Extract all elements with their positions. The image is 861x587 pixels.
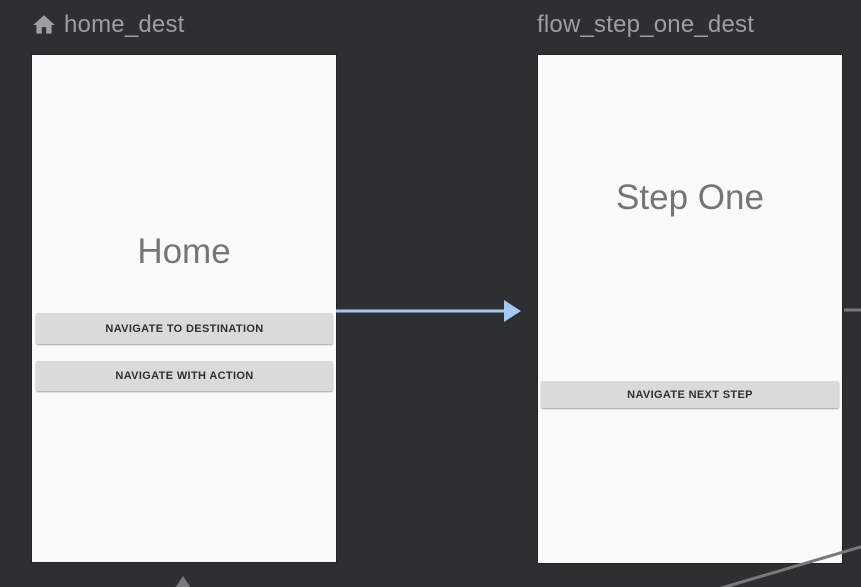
home-icon — [31, 12, 57, 38]
home-screen-title: Home — [137, 232, 231, 271]
navigate-next-step-button[interactable]: NAVIGATE NEXT STEP — [541, 381, 839, 408]
destination-preview-step-one[interactable]: Step One NAVIGATE NEXT STEP — [538, 55, 842, 563]
navigate-to-destination-button[interactable]: NAVIGATE TO DESTINATION — [36, 313, 333, 344]
incoming-edge-arrowhead[interactable] — [175, 576, 191, 587]
destination-label-step-one: flow_step_one_dest — [537, 11, 755, 38]
destination-header-home[interactable]: home_dest — [31, 10, 185, 40]
navigate-with-action-button[interactable]: NAVIGATE WITH ACTION — [36, 361, 333, 391]
destination-header-step-one[interactable]: flow_step_one_dest — [537, 10, 754, 40]
action-arrow-head[interactable] — [504, 300, 521, 322]
offscreen-edge-diagonal[interactable] — [708, 545, 861, 587]
step-one-screen-title: Step One — [616, 178, 764, 217]
destination-label-home: home_dest — [64, 11, 185, 38]
destination-preview-home[interactable]: Home NAVIGATE TO DESTINATION NAVIGATE WI… — [32, 55, 336, 562]
